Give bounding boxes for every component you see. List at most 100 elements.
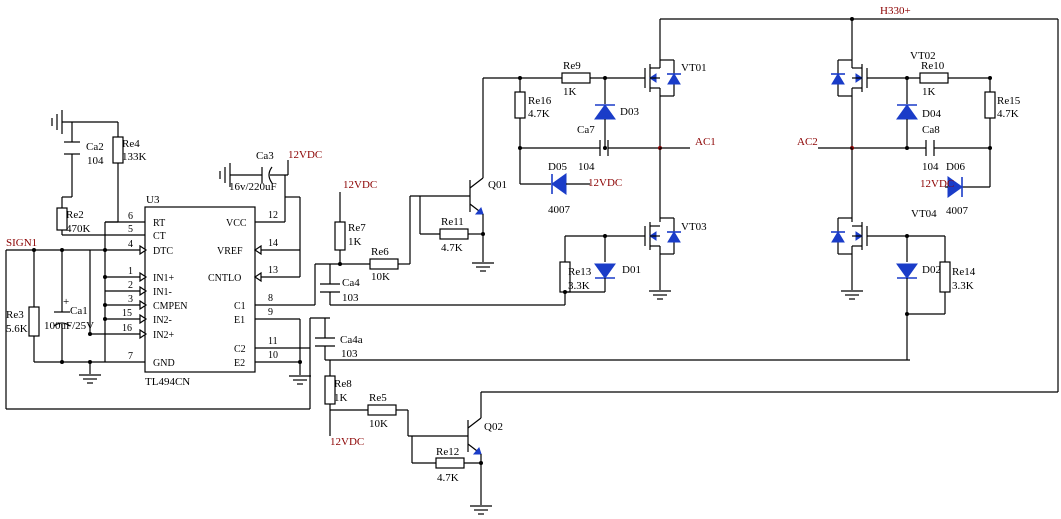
resistor-re4: Re4 133K bbox=[112, 136, 147, 164]
junction bbox=[905, 312, 909, 316]
component-ref: Ca3 bbox=[256, 150, 274, 162]
transistor-q02: Q02 bbox=[467, 391, 1058, 505]
net-label-sign1: SIGN1 bbox=[6, 237, 37, 249]
junction bbox=[603, 146, 607, 150]
component-ref: Q01 bbox=[488, 179, 507, 191]
component-ref: Ca4a bbox=[340, 334, 363, 346]
pin-name: CNTLO bbox=[208, 273, 241, 284]
component-ref: Re16 bbox=[528, 95, 552, 107]
capacitor-ca2: Ca2 104 bbox=[64, 141, 104, 167]
component-ref: Ca2 bbox=[86, 141, 104, 153]
ic-pin-cntlo: 13 CNTLO bbox=[208, 265, 300, 284]
component-value: 1K bbox=[922, 86, 936, 98]
pin-number: 13 bbox=[268, 265, 278, 276]
component-ref: VT03 bbox=[681, 221, 707, 233]
junction bbox=[103, 303, 107, 307]
component-ref: D06 bbox=[946, 161, 965, 173]
component-value: 10K bbox=[369, 418, 388, 430]
component-value: 4.7K bbox=[528, 108, 550, 120]
capacitor-ca8: Ca8 104 bbox=[852, 124, 990, 173]
junction bbox=[88, 332, 92, 336]
ic-left-wiring bbox=[5, 121, 310, 410]
pin-number: 8 bbox=[268, 293, 273, 304]
pin-name: VREF bbox=[217, 246, 243, 257]
ic-pin-vref: 14 VREF bbox=[217, 238, 300, 257]
capacitor-ca7: Ca7 104 bbox=[520, 124, 660, 173]
component-ref: Re15 bbox=[997, 95, 1021, 107]
component-ref: D05 bbox=[548, 161, 567, 173]
transistor-q01: Q01 bbox=[469, 77, 520, 262]
component-ref: Re8 bbox=[334, 378, 352, 390]
diode-d01: D01 bbox=[565, 263, 641, 293]
pin-name: E1 bbox=[234, 315, 245, 326]
junction bbox=[338, 262, 342, 266]
pin-name: CMPEN bbox=[153, 301, 187, 312]
component-value: 1K bbox=[348, 236, 362, 248]
mosfet-vt01: VT01 bbox=[644, 59, 707, 148]
component-value: 5.6K bbox=[6, 323, 28, 335]
component-ref: VT02 bbox=[910, 50, 936, 62]
junction bbox=[103, 248, 107, 252]
resistor-re3: Re3 5.6K bbox=[6, 306, 40, 337]
capacitor-ca4: Ca4 103 bbox=[320, 264, 560, 306]
component-ref: Re7 bbox=[348, 222, 366, 234]
ic-ref: U3 bbox=[146, 194, 160, 206]
component-value: 4007 bbox=[548, 204, 571, 216]
net-label-12vdc: 12VDC bbox=[343, 179, 377, 191]
pin-name: IN2- bbox=[153, 315, 172, 326]
polarity-plus: + bbox=[63, 296, 69, 308]
junction bbox=[603, 234, 607, 238]
resistor-re6: Re6 10K bbox=[369, 195, 470, 283]
resistor-re10: Re10 1K bbox=[919, 60, 990, 98]
component-value: 4.7K bbox=[997, 108, 1019, 120]
gate-network-vt04 bbox=[867, 234, 946, 262]
junction bbox=[88, 360, 92, 364]
resistor-re16: Re16 4.7K bbox=[514, 78, 552, 148]
mosfet-vt02: VT02 bbox=[831, 50, 936, 148]
component-value: 103 bbox=[341, 348, 358, 360]
component-ref: Re3 bbox=[6, 309, 24, 321]
resistor-re12: Re12 4.7K bbox=[411, 436, 481, 484]
net-label-ac2: AC2 bbox=[797, 136, 818, 148]
component-ref: D01 bbox=[622, 264, 641, 276]
component-ref: Re2 bbox=[66, 209, 84, 221]
pin-name: C1 bbox=[234, 301, 246, 312]
component-ref: Re13 bbox=[568, 266, 592, 278]
junction bbox=[60, 360, 64, 364]
component-ref: VT04 bbox=[911, 208, 937, 220]
pin-name: RT bbox=[153, 218, 165, 229]
net-label-ac1: AC1 bbox=[695, 136, 716, 148]
gate-network-vt03 bbox=[564, 234, 645, 262]
ic-part: TL494CN bbox=[145, 376, 190, 388]
component-ref: Re12 bbox=[436, 446, 459, 458]
resistor-re7: 12VDC Re7 1K bbox=[334, 179, 377, 264]
pin-name: GND bbox=[153, 358, 175, 369]
pin-number: 6 bbox=[128, 211, 133, 222]
pin-name: VCC bbox=[226, 218, 247, 229]
pin-number: 16 bbox=[122, 323, 132, 334]
component-ref: VT01 bbox=[681, 62, 707, 74]
mosfet-vt03: VT03 bbox=[644, 217, 707, 290]
resistor-re9: Re9 1K bbox=[520, 60, 645, 98]
component-ref: D03 bbox=[620, 106, 639, 118]
component-ref: Re6 bbox=[371, 246, 389, 258]
ic-pin-e2: 10 E2 bbox=[234, 350, 300, 369]
component-value: 104 bbox=[922, 161, 939, 173]
resistor-re2: Re2 470K bbox=[56, 207, 91, 235]
component-value: 10K bbox=[371, 271, 390, 283]
ground-icon bbox=[840, 290, 864, 300]
ic-pin-in2p: 16 IN2+ bbox=[90, 323, 175, 341]
diode-d02: D02 bbox=[896, 263, 941, 360]
ground-icon bbox=[288, 375, 312, 385]
net-label-h330: H330+ bbox=[880, 5, 911, 17]
component-value: 100uF/25V bbox=[44, 320, 94, 332]
component-ref: Re9 bbox=[563, 60, 581, 72]
ic-pin-c2: 11 C2 bbox=[234, 336, 310, 355]
pin-name: CT bbox=[153, 231, 166, 242]
component-value: 3.3K bbox=[952, 280, 974, 292]
component-ref: Ca1 bbox=[70, 305, 88, 317]
component-value: 104 bbox=[578, 161, 595, 173]
ic-pin-gnd: 7 GND bbox=[105, 351, 175, 369]
component-ref: Q02 bbox=[484, 421, 503, 433]
pin-name: C2 bbox=[234, 344, 246, 355]
